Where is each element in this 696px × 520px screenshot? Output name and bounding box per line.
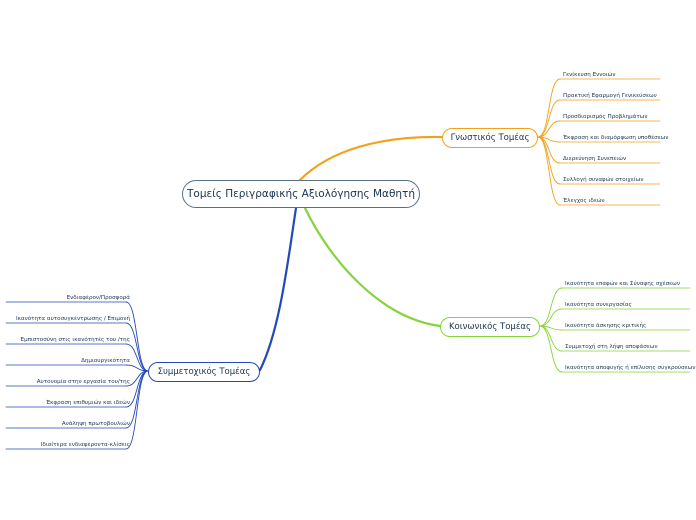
participation-item[interactable]: Ιδιαίτερα ενδιαφέροντα-κλίσεις: [40, 442, 130, 448]
social-item[interactable]: Ικανότητα άσκησης κριτικής: [565, 323, 647, 329]
cognitive-item[interactable]: Γενίκευση Εννοιών: [563, 72, 616, 78]
participation-item[interactable]: Ικανότητα αυτοσυγκέντρωσης / Επιμονή: [15, 316, 130, 322]
cognitive-leaf-connector: [537, 78, 561, 138]
cognitive-leaf-connector: [537, 136, 561, 185]
cognitive-leaf-connector: [537, 136, 561, 206]
cognitive-item[interactable]: Διερεύνηση Συνεπειών: [563, 156, 627, 162]
branch-connectors: [5, 78, 691, 450]
social-leaf-connector: [539, 308, 563, 327]
participation-leaf-connector: [125, 343, 149, 372]
participation-main-connector: [258, 206, 298, 372]
cognitive-leaf-connector: [537, 99, 561, 138]
social-leaf-connector: [539, 287, 563, 327]
cognitive-leaf-connector: [537, 120, 561, 138]
social-main-connector: [303, 206, 442, 328]
social-item[interactable]: Συμμετοχή στη λήψη αποφάσεων: [565, 344, 658, 350]
participation-domain-topic[interactable]: Συμμετοχικός Τομέας: [148, 362, 260, 382]
participation-item[interactable]: Ανάληψη πρωτοβουλιών: [61, 421, 130, 427]
participation-item[interactable]: Δημιουργικότητα: [81, 358, 130, 364]
social-item[interactable]: Ικανότητα επαφών και Σύναψης σχέσεων: [565, 281, 680, 287]
cognitive-main-connector: [298, 135, 444, 182]
cognitive-item[interactable]: Συλλογή συναφών στοιχείων: [563, 177, 644, 183]
participation-item[interactable]: Ενδιαφέρον/Προσφορά: [66, 295, 130, 301]
social-item[interactable]: Ικανότητα αποφυγής ή επίλυσης συγκρούσεω…: [565, 365, 696, 371]
cognitive-item[interactable]: Πρακτική Εφαρμογή Γενικεύσεων: [563, 93, 657, 99]
participation-leaf-connector: [125, 322, 149, 372]
participation-leaf-connector: [125, 370, 149, 450]
participation-item[interactable]: Εμπιστοσύνη στις ικανότητές του /της: [20, 337, 130, 343]
cognitive-domain-topic[interactable]: Γνωστικός Τομέας: [442, 128, 538, 148]
social-leaf-connector: [539, 325, 563, 373]
cognitive-item[interactable]: Έλεγχος ιδεών: [563, 198, 605, 204]
social-domain-topic[interactable]: Κοινωνικός Τομέας: [440, 317, 540, 337]
social-item[interactable]: Ικανότητα συνεργασίας: [565, 302, 632, 308]
cognitive-item[interactable]: Προσδιορισμός Προβλημάτων: [563, 114, 648, 120]
participation-item[interactable]: Έκφραση επιθυμιών και ιδεών: [45, 400, 130, 406]
participation-item[interactable]: Αυτονομία στην εργασία του/της: [36, 379, 130, 385]
central-topic[interactable]: Τομείς Περιγραφικής Αξιολόγησης Μαθητή: [182, 180, 420, 208]
cognitive-item[interactable]: Έκφραση και διαμόρφωση υποθέσεων: [563, 135, 669, 141]
